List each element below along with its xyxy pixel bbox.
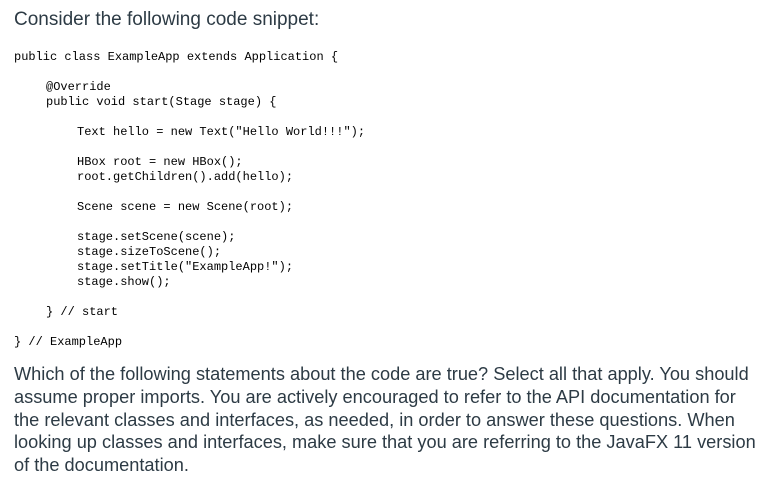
code-line: } // start <box>46 305 119 319</box>
code-line: Scene scene = new Scene(root); <box>77 200 294 214</box>
code-line: Text hello = new Text("Hello World!!!"); <box>77 125 366 139</box>
code-line: public void start(Stage stage) { <box>46 95 277 109</box>
code-line: @Override <box>46 80 111 94</box>
code-line: root.getChildren().add(hello); <box>77 170 294 184</box>
code-line: stage.show(); <box>77 275 171 289</box>
code-line: stage.setTitle("ExampleApp!"); <box>77 260 294 274</box>
question-text: Which of the following statements about … <box>14 364 756 476</box>
code-line: stage.setScene(scene); <box>77 230 236 244</box>
code-line: public class ExampleApp extends Applicat… <box>14 50 339 64</box>
code-line: } // ExampleApp <box>14 335 123 349</box>
code-line: stage.sizeToScene(); <box>77 245 222 259</box>
code-line: HBox root = new HBox(); <box>77 155 243 169</box>
prompt-text: Consider the following code snippet: <box>14 9 320 30</box>
